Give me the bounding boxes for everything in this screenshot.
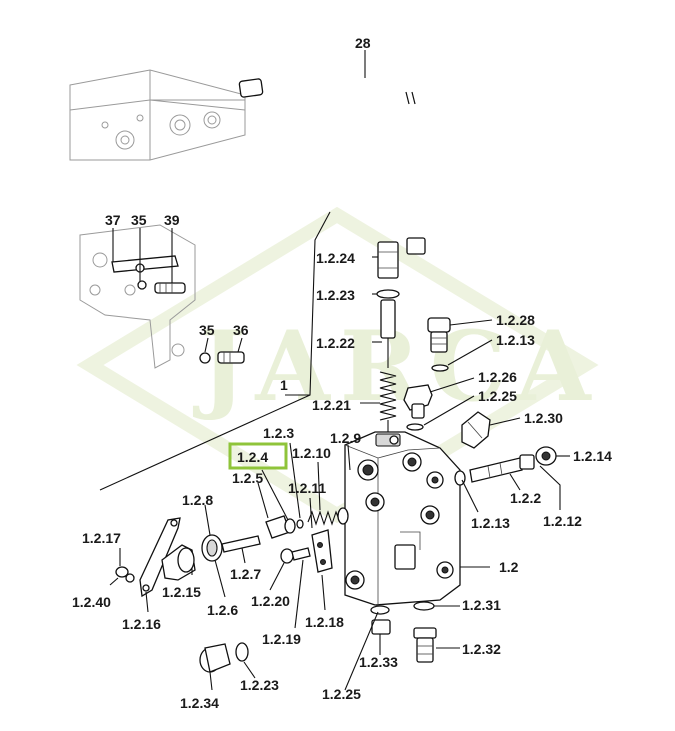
label-1-2-20: 1.2.20: [251, 593, 290, 609]
label-1-2-2: 1.2.2: [510, 490, 541, 506]
label-1-2-23-top: 1.2.23: [316, 287, 355, 303]
vertical-stack-parts: [376, 241, 400, 432]
label-1-2-17: 1.2.17: [82, 530, 121, 546]
highlight-box: [228, 442, 288, 470]
label-1-2-21: 1.2.21: [312, 397, 351, 413]
section-lines: [99, 211, 331, 491]
label-1-2-22: 1.2.22: [316, 335, 355, 351]
label-1-2-14: 1.2.14: [573, 448, 612, 464]
label-1-2-7: 1.2.7: [230, 566, 261, 582]
label-1-2-33: 1.2.33: [359, 654, 398, 670]
right-leaders: [360, 256, 493, 513]
bottom-parts: [199, 601, 460, 691]
label-1-2-28: 1.2.28: [496, 312, 535, 328]
label-1-2-3: 1.2.3: [263, 425, 294, 441]
label-1: 1: [280, 377, 288, 393]
label-1-2-12: 1.2.12: [543, 513, 582, 529]
label-1-2-16: 1.2.16: [122, 616, 161, 632]
label-1-2-25-bottom: 1.2.25: [322, 686, 361, 702]
label-1-2-15: 1.2.15: [162, 584, 201, 600]
label-1-2-5: 1.2.5: [232, 470, 263, 486]
label-1-2-4: 1.2.4: [237, 449, 268, 465]
right-fittings: [403, 317, 521, 449]
label-35-top: 35: [131, 212, 147, 228]
label-1-2-13-bottom: 1.2.13: [471, 515, 510, 531]
label-1-2-34: 1.2.34: [180, 695, 219, 711]
label-1-2-23-bottom: 1.2.23: [240, 677, 279, 693]
label-35-bottom: 35: [199, 322, 215, 338]
watermark-text: JARCA: [192, 310, 601, 423]
label-1-2-25-top: 1.2.25: [478, 388, 517, 404]
label-37: 37: [105, 212, 121, 228]
label-39: 39: [164, 212, 180, 228]
label-1-2-32: 1.2.32: [462, 641, 501, 657]
label-28: 28: [355, 35, 371, 51]
label-1-2-19: 1.2.19: [262, 631, 301, 647]
right-spindle: [454, 446, 570, 510]
valve-body-1-2: [344, 431, 490, 606]
label-1-2-6: 1.2.6: [207, 602, 238, 618]
left-assembly: [109, 442, 351, 629]
engine-block-sketch: [69, 69, 246, 161]
bracket-detail: [79, 224, 245, 369]
label-1-2-30: 1.2.30: [524, 410, 563, 426]
spring-1-2-21: [379, 371, 397, 421]
label-36: 36: [233, 322, 249, 338]
label-1-2-18: 1.2.18: [305, 614, 344, 630]
label-1-2-40: 1.2.40: [72, 594, 111, 610]
pipe-28: [238, 50, 559, 255]
label-1-2-8: 1.2.8: [182, 492, 213, 508]
callout-labels: 28 37 35 39 35 36 1 1.2.24 1.2.23 1.2.22…: [72, 35, 612, 711]
label-1-2-31: 1.2.31: [462, 597, 501, 613]
label-1-2: 1.2: [499, 559, 519, 575]
label-1-2-24: 1.2.24: [316, 250, 355, 266]
label-1-2-13-top: 1.2.13: [496, 332, 535, 348]
label-1-2-11: 1.2.11: [288, 480, 326, 496]
label-1-2-10: 1.2.10: [292, 445, 331, 461]
label-1-2-9: 1.2.9: [330, 430, 361, 446]
label-1-2-26: 1.2.26: [478, 369, 517, 385]
